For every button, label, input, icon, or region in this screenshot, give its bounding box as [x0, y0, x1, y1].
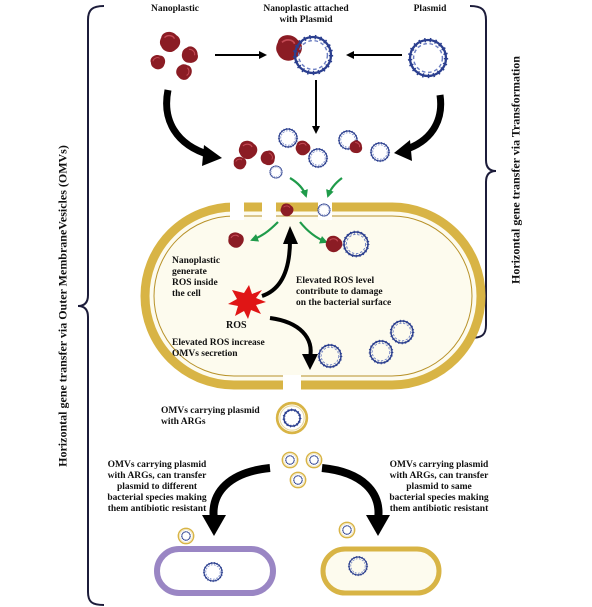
left-bracket [77, 5, 105, 606]
same-species-cell [320, 546, 442, 596]
curved-arrow-left [163, 89, 212, 159]
ros-burst-icon [228, 285, 266, 319]
curved-arrow-right [402, 94, 445, 154]
right-bracket [469, 5, 497, 339]
omv-transfer-vertical-label: Horizontal gene transfer via Outer Membr… [55, 145, 70, 467]
plasmid-label: Plasmid [413, 4, 447, 14]
bacterial-cell [140, 200, 486, 395]
nanoplastic-label: Nanoplastic [150, 4, 200, 14]
particle-cluster [231, 127, 391, 179]
different-species-cell [154, 546, 276, 596]
nanoplastic-attached-plasmid [275, 34, 331, 73]
transformation-vertical-label: Horizontal gene transfer via Transformat… [508, 56, 523, 284]
ros-label: ROS [226, 320, 247, 331]
nanoplastic-cluster [147, 31, 203, 81]
plasmid-icon [410, 40, 446, 76]
